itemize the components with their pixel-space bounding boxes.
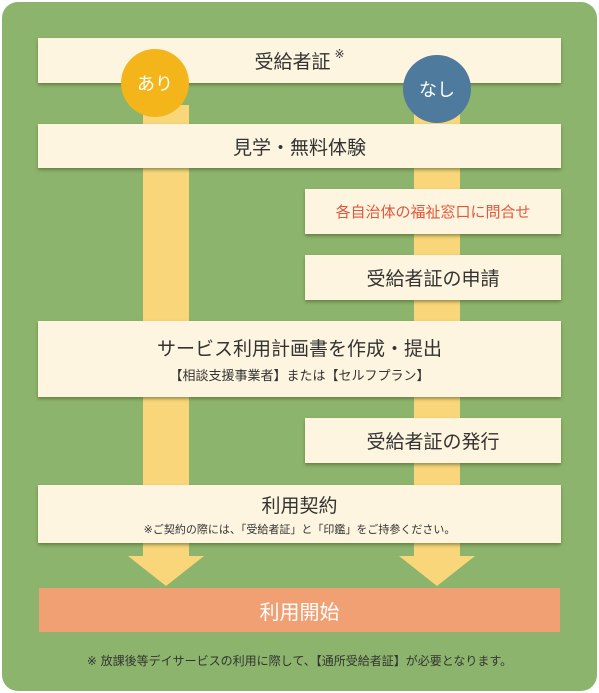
inquiry-box: 各自治体の福祉窓口に問合せ (305, 189, 561, 234)
start-box: 利用開始 (39, 588, 560, 632)
apply-label: 受給者証の申請 (366, 268, 500, 290)
issue-label: 受給者証の発行 (366, 431, 500, 453)
plan-label: サービス利用計画書を作成・提出 (156, 338, 442, 360)
contract-box: 利用契約 ※ご契約の際には、「受給者証」と「印鑑」をご持参ください。 (38, 485, 561, 543)
no-path-arrow-head (399, 556, 475, 586)
certificate-label: 受給者証 (254, 51, 331, 73)
certificate-note-mark: ※ (334, 47, 345, 61)
plan-box: サービス利用計画書を作成・提出 【相談支援事業者】または【セルフプラン】 (38, 321, 561, 397)
plan-sub-label: 【相談支援事業者】または【セルフプラン】 (169, 369, 430, 384)
certificate-box: 受給者証※ (38, 38, 561, 83)
footnote: ※ 放課後等デイサービスの利用に際して、【通所受給者証】が必要となります。 (86, 654, 513, 668)
contract-label: 利用契約 (261, 495, 338, 517)
start-label: 利用開始 (259, 599, 340, 624)
tour-box: 見学・無料体験 (38, 124, 561, 168)
tour-label: 見学・無料体験 (232, 136, 366, 159)
apply-box: 受給者証の申請 (305, 255, 561, 300)
yes-path-arrow-head (128, 556, 204, 586)
inquiry-label: 各自治体の福祉窓口に問合せ (335, 203, 531, 221)
badge-yes: あり (121, 49, 189, 117)
contract-sub-label: ※ご契約の際には、「受給者証」と「印鑑」をご持参ください。 (143, 523, 456, 536)
issue-box: 受給者証の発行 (305, 418, 561, 463)
badge-no: なし (403, 55, 471, 123)
